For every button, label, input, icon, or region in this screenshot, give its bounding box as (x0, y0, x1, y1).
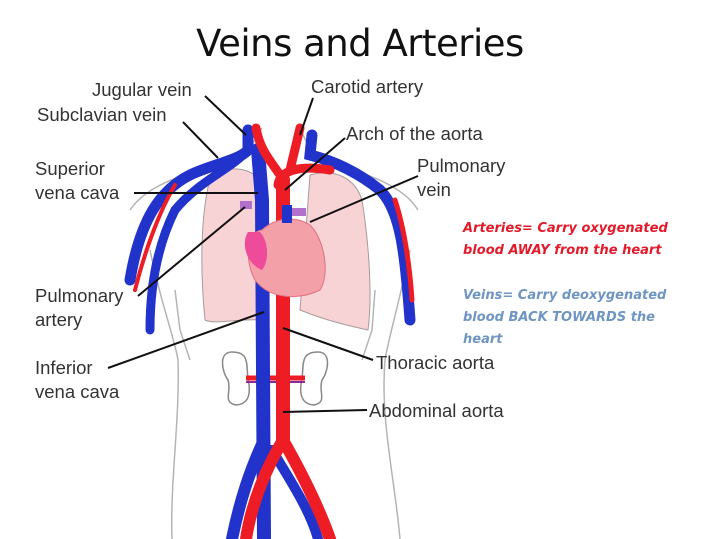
label-thoracic-aorta: Thoracic aorta (376, 352, 495, 373)
label-jugular-vein: Jugular vein (92, 79, 192, 100)
label-pulmonary-artery-2: artery (35, 309, 83, 330)
label-carotid-artery: Carotid artery (311, 76, 424, 97)
heart-illustration (240, 201, 326, 298)
label-superior-vena-cava-1: Superior (35, 158, 105, 179)
label-pulmonary-vein-1: Pulmonary (417, 155, 506, 176)
arteries-note-line2: blood AWAY from the heart (463, 243, 662, 258)
label-subclavian-vein: Subclavian vein (37, 104, 167, 125)
veins-note: Veins= Carry deoxygenated blood BACK TOW… (463, 285, 713, 351)
label-inferior-vena-cava-1: Inferior (35, 357, 93, 378)
label-inferior-vena-cava-2: vena cava (35, 381, 120, 402)
label-abdominal-aorta: Abdominal aorta (369, 400, 504, 421)
label-pulmonary-artery-1: Pulmonary (35, 285, 124, 306)
label-superior-vena-cava-2: vena cava (35, 182, 120, 203)
kidneys-illustration (221, 351, 329, 406)
diagram-title: Veins and Arteries (196, 22, 524, 65)
label-pulmonary-vein-2: vein (417, 179, 451, 200)
arteries-note-line1: Arteries= Carry oxygenated (463, 221, 668, 236)
veins-note-line1: Veins= Carry deoxygenated (463, 288, 667, 303)
arteries-note: Arteries= Carry oxygenated blood AWAY fr… (463, 218, 713, 262)
veins-illustration (124, 124, 416, 539)
leader-lines (107, 95, 419, 413)
veins-note-line2: blood BACK TOWARDS the (463, 310, 655, 325)
veins-note-line3: heart (463, 332, 503, 347)
label-arch-of-aorta: Arch of the aorta (346, 123, 483, 144)
